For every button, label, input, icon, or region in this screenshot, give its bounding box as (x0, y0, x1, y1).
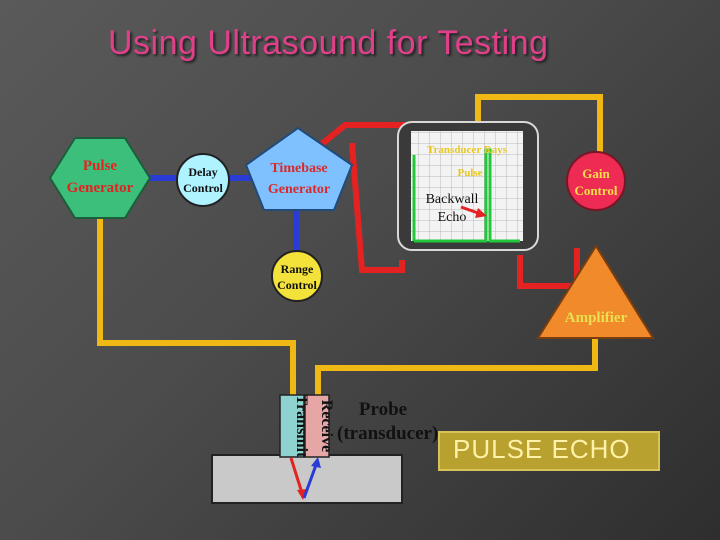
slide-title: Using Ultrasound for Testing (108, 24, 549, 62)
timebase-generator-pentagon (244, 126, 354, 211)
probe-label: Probe (transducer) (337, 399, 439, 444)
range-control-label-2: Control (277, 278, 317, 292)
pulse-generator-label-2: Generator (67, 180, 134, 196)
caption-box (438, 431, 660, 471)
delay-control-label-1: Delay (188, 165, 217, 179)
transmit-arrowhead (297, 489, 307, 500)
transmit-path (289, 457, 304, 494)
wire-pulse-to-transmit (97, 210, 296, 398)
range-control-circle (271, 250, 323, 302)
screen-caption-line-1: Transducer Rays (427, 144, 508, 156)
red-wires (310, 122, 580, 289)
pulse-echo-caption: PULSE ECHO (453, 434, 631, 464)
echo-arrowhead (475, 208, 487, 218)
amplifier-triangle (536, 244, 655, 339)
echo-arrow (460, 205, 479, 215)
amplifier-label: Amplifier (565, 310, 628, 326)
transmit-label: Transmit (293, 395, 310, 458)
gain-control-label-2: Control (574, 183, 617, 198)
transmit-element (279, 394, 305, 458)
receive-label: Receive (318, 400, 335, 452)
receive-element (304, 394, 330, 458)
timebase-generator-label-2: Generator (268, 182, 330, 197)
gain-control-circle (566, 151, 626, 211)
pulse-generator-label-1: Pulse (83, 158, 118, 174)
wire-timebase-to-screen (310, 122, 405, 155)
receive-arrowhead (311, 457, 321, 468)
wire-range-to-screen (349, 142, 405, 273)
wire-amplifier-to-screen (517, 248, 580, 289)
timebase-generator-label-1: Timebase (270, 161, 327, 176)
oscilloscope: Transducer Rays Pulse (397, 121, 539, 251)
trace-line (412, 148, 520, 243)
wire-receive-to-amplifier (315, 338, 598, 398)
screen-caption-line-2: Pulse (457, 167, 482, 179)
receive-path (302, 464, 318, 499)
delay-control-circle (176, 153, 230, 207)
wire-gain-to-screen (475, 94, 603, 160)
gain-control-label-1: Gain (582, 166, 610, 181)
backwall-echo-label: Backwall Echo (425, 192, 479, 225)
range-control-label-1: Range (281, 262, 314, 276)
pulse-generator-hexagon (48, 137, 152, 219)
delay-control-label-2: Control (183, 181, 223, 195)
yellow-wires (97, 94, 603, 398)
